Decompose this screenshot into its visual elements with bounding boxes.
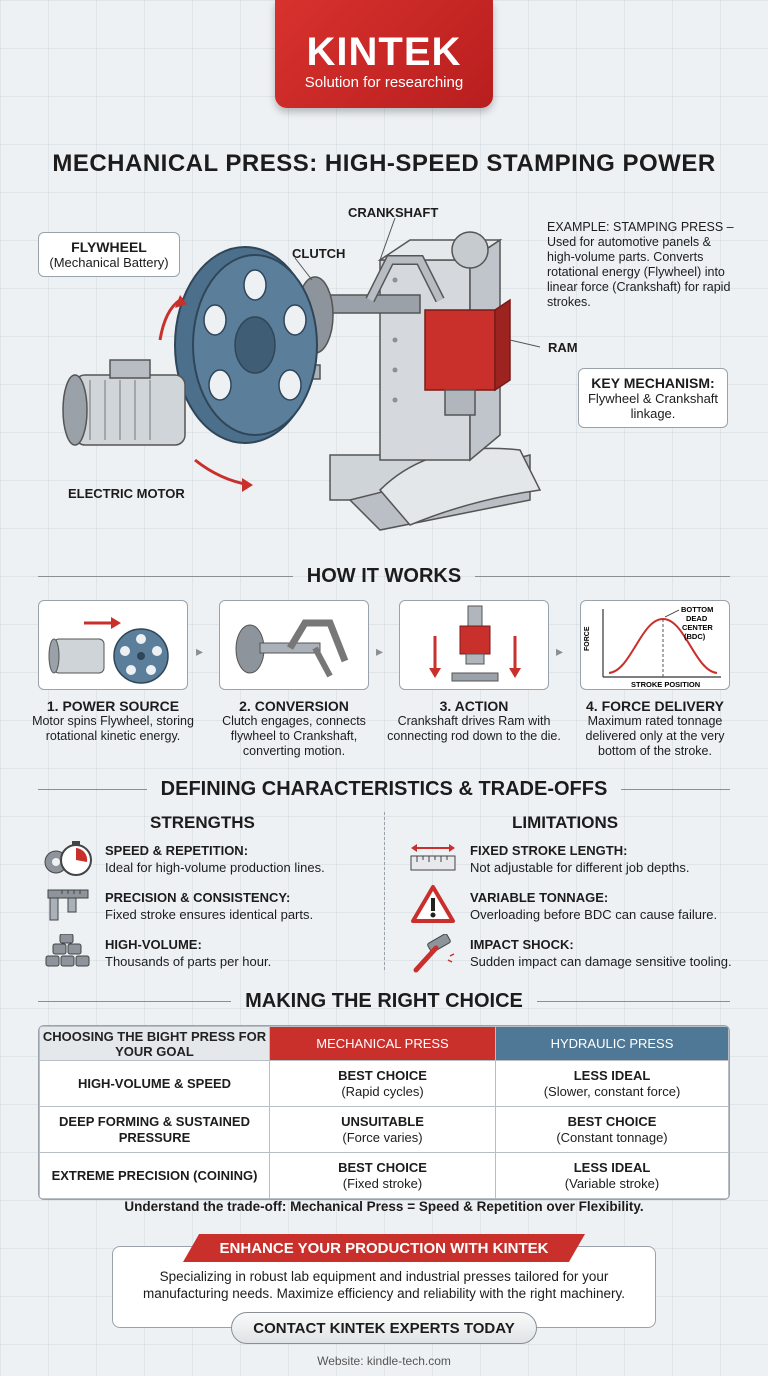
flywheel-sublabel: (Mechanical Battery) — [49, 255, 169, 270]
kintek-logo: KINTEK Solution for researching — [275, 0, 493, 108]
graph-ylabel: FORCE — [584, 626, 591, 651]
header-mechanical: MECHANICAL PRESS — [269, 1026, 496, 1061]
how-it-works-title: HOW IT WORKS — [306, 564, 462, 587]
step-arrow-1-icon: ▸ — [196, 643, 204, 659]
row-2-mechanical: UNSUITABLE(Force varies) — [269, 1106, 496, 1153]
choice-title: MAKING THE RIGHT CHOICE — [245, 989, 523, 1012]
row-1-mechanical: BEST CHOICE(Rapid cycles) — [269, 1060, 496, 1107]
strength-1-title: SPEED & REPETITION: — [105, 843, 249, 858]
step-3-illustration — [399, 600, 549, 690]
limitation-item-1: FIXED STROKE LENGTH: Not adjustable for … — [470, 843, 689, 875]
step-1-title: 1. POWER SOURCE — [46, 698, 180, 714]
ram-label: RAM — [548, 340, 578, 355]
choice-heading: MAKING THE RIGHT CHOICE — [38, 986, 730, 1016]
step-2-title: 2. CONVERSION — [239, 698, 349, 714]
strength-3-desc: Thousands of parts per hour. — [105, 954, 272, 969]
brand-tagline: Solution for researching — [304, 74, 464, 91]
column-divider — [384, 812, 385, 970]
clutch-label: CLUTCH — [292, 246, 346, 261]
key-mechanism-callout: KEY MECHANISM: Flywheel & Crankshaft lin… — [578, 368, 728, 428]
limitations-heading: LIMITATIONS — [512, 813, 619, 832]
characteristics-title: DEFINING CHARACTERISTICS & TRADE-OFFS — [160, 777, 608, 800]
step-arrow-3-icon: ▸ — [556, 643, 564, 659]
step-3-title: 3. ACTION — [439, 698, 509, 714]
step-arrow-2-icon: ▸ — [376, 643, 384, 659]
brand-name: KINTEK — [306, 30, 462, 74]
comparison-table: CHOOSING THE BIGHT PRESS FOR YOUR GOAL M… — [38, 1025, 730, 1200]
motor-flywheel-icon — [48, 617, 169, 684]
row-3-hydraulic: LESS IDEAL(Variable stroke) — [495, 1152, 729, 1199]
bdc-label-line-2: DEAD — [686, 614, 708, 623]
mechanical-press-illustration — [62, 217, 542, 531]
bdc-label-line-1: BOTTOM — [681, 605, 713, 614]
table-row: DEEP FORMING & SUSTAINED PRESSURE UNSUIT… — [39, 1106, 729, 1153]
strengths-heading: STRENGTHS — [150, 813, 255, 832]
warning-icon — [411, 885, 455, 923]
step-3-desc: Crankshaft drives Ram with connecting ro… — [387, 714, 561, 743]
graph-xlabel: STROKE POSITION — [631, 680, 700, 689]
force-curve-graph: FORCE STROKE POSITION BOTTOM DEAD CENTER… — [584, 605, 721, 689]
stacked-parts-icon — [45, 934, 90, 967]
website-link[interactable]: Website: kindle-tech.com — [317, 1354, 451, 1368]
strength-2-desc: Fixed stroke ensures identical parts. — [105, 907, 314, 922]
row-3-mechanical: BEST CHOICE(Fixed stroke) — [269, 1152, 496, 1199]
hammer-icon — [413, 934, 455, 973]
ram-down-icon — [429, 605, 521, 682]
flywheel-label: FLYWHEEL — [71, 239, 147, 255]
how-it-works-heading: HOW IT WORKS — [38, 561, 730, 591]
flywheel-callout: FLYWHEEL (Mechanical Battery) — [38, 232, 180, 277]
example-description: EXAMPLE: STAMPING PRESS – Used for autom… — [547, 220, 734, 309]
step-2-illustration — [219, 600, 369, 690]
tradeoff-statement: Understand the trade-off: Mechanical Pre… — [124, 1199, 644, 1214]
strength-3-title: HIGH-VOLUME: — [105, 937, 202, 952]
strength-item-2: PRECISION & CONSISTENCY: Fixed stroke en… — [105, 890, 313, 922]
limitation-item-3: IMPACT SHOCK: Sudden impact can damage s… — [470, 937, 732, 969]
row-1-hydraulic: LESS IDEAL(Slower, constant force) — [495, 1060, 729, 1107]
header-goal: CHOOSING THE BIGHT PRESS FOR YOUR GOAL — [39, 1026, 270, 1061]
strength-1-desc: Ideal for high-volume production lines. — [105, 860, 325, 875]
strength-2-title: PRECISION & CONSISTENCY: — [105, 890, 291, 905]
strength-item-1: SPEED & REPETITION: Ideal for high-volum… — [105, 843, 325, 875]
step-2-desc: Clutch engages, connects flywheel to Cra… — [222, 714, 366, 758]
ruler-icon — [410, 844, 456, 871]
limitation-3-title: IMPACT SHOCK: — [470, 937, 574, 952]
step-4-desc: Maximum rated tonnage delivered only at … — [585, 714, 725, 758]
row-2-hydraulic: BEST CHOICE(Constant tonnage) — [495, 1106, 729, 1153]
limitation-1-title: FIXED STROKE LENGTH: — [470, 843, 628, 858]
table-row: HIGH-VOLUME & SPEED BEST CHOICE(Rapid cy… — [39, 1060, 729, 1107]
limitation-2-title: VARIABLE TONNAGE: — [470, 890, 609, 905]
bdc-label-line-3: CENTER — [682, 623, 713, 632]
row-1-goal: HIGH-VOLUME & SPEED — [39, 1060, 270, 1107]
limitation-2-desc: Overloading before BDC can cause failure… — [470, 907, 718, 922]
table-header-row: CHOOSING THE BIGHT PRESS FOR YOUR GOAL M… — [39, 1026, 729, 1061]
caliper-icon — [47, 889, 89, 921]
step-1-illustration — [38, 600, 188, 690]
limitation-3-desc: Sudden impact can damage sensitive tooli… — [470, 954, 732, 969]
header-hydraulic: HYDRAULIC PRESS — [495, 1026, 729, 1061]
step-4-title: 4. FORCE DELIVERY — [586, 698, 724, 714]
cta-description: Specializing in robust lab equipment and… — [143, 1269, 625, 1301]
step-4-graph: FORCE STROKE POSITION BOTTOM DEAD CENTER… — [580, 600, 730, 690]
cta-ribbon: ENHANCE YOUR PRODUCTION WITH KINTEK — [183, 1234, 585, 1262]
stopwatch-gear-icon — [44, 841, 92, 876]
bdc-label-line-4: (BDC) — [684, 632, 706, 641]
key-mechanism-title: KEY MECHANISM: — [591, 375, 715, 391]
crankshaft-label: CRANKSHAFT — [348, 205, 439, 220]
clutch-crankshaft-icon — [235, 619, 349, 678]
step-1-desc: Motor spins Flywheel, storing rotational… — [32, 714, 194, 743]
electric-motor-label: ELECTRIC MOTOR — [68, 486, 185, 501]
limitation-item-2: VARIABLE TONNAGE: Overloading before BDC… — [470, 890, 717, 922]
contact-experts-button[interactable]: CONTACT KINTEK EXPERTS TODAY — [231, 1312, 537, 1344]
strength-item-3: HIGH-VOLUME: Thousands of parts per hour… — [105, 937, 271, 969]
table-row: EXTREME PRECISION (COINING) BEST CHOICE(… — [39, 1152, 729, 1199]
characteristics-heading: DEFINING CHARACTERISTICS & TRADE-OFFS — [38, 774, 731, 804]
page-title: MECHANICAL PRESS: HIGH-SPEED STAMPING PO… — [52, 150, 716, 177]
key-mechanism-text: Flywheel & Crankshaft linkage. — [587, 391, 719, 421]
row-2-goal: DEEP FORMING & SUSTAINED PRESSURE — [39, 1106, 270, 1153]
limitation-1-desc: Not adjustable for different job depths. — [470, 860, 690, 875]
row-3-goal: EXTREME PRECISION (COINING) — [39, 1152, 270, 1199]
